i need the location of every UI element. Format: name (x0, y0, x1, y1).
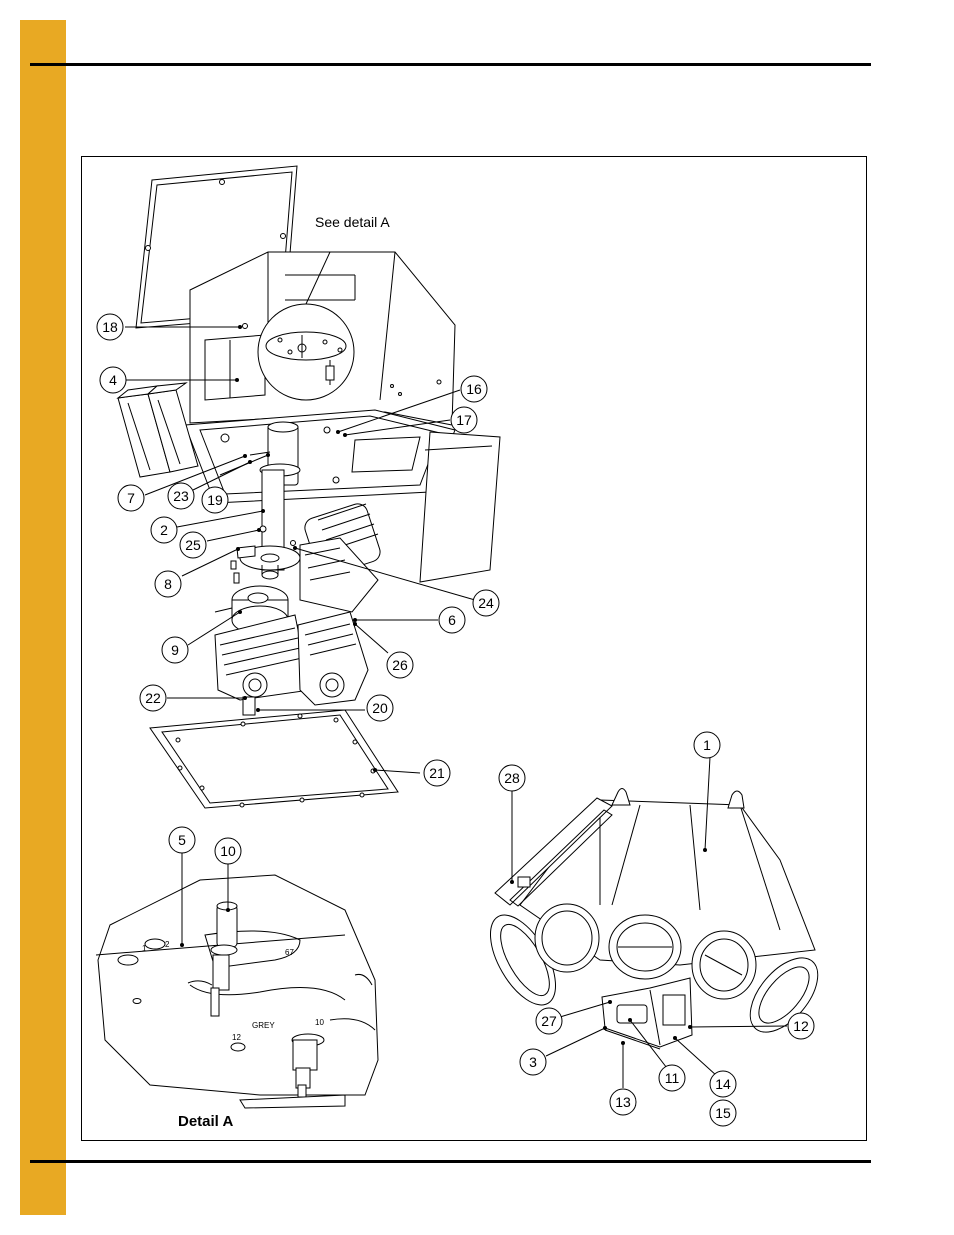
svg-text:18: 18 (102, 319, 118, 335)
svg-text:22: 22 (145, 690, 161, 706)
callout-24: 24 (473, 590, 499, 616)
callout-14: 14 (710, 1071, 736, 1097)
svg-text:4: 4 (109, 372, 117, 388)
callout-15: 15 (710, 1100, 736, 1126)
detail-a-label: Detail A (178, 1113, 233, 1130)
svg-text:5: 5 (178, 832, 186, 848)
callout-28: 28 (499, 765, 525, 791)
callout-8: 8 (155, 571, 181, 597)
svg-text:25: 25 (185, 537, 201, 553)
detail-mark-grey: GREY (252, 1021, 275, 1030)
svg-text:14: 14 (715, 1076, 731, 1092)
callout-4: 4 (100, 367, 126, 393)
callout-22: 22 (140, 685, 166, 711)
callout-27: 27 (536, 1008, 562, 1034)
svg-text:6: 6 (448, 612, 456, 628)
callout-9: 9 (162, 637, 188, 663)
svg-text:3: 3 (529, 1054, 537, 1070)
callout-16: 16 (461, 376, 487, 402)
svg-text:15: 15 (715, 1105, 731, 1121)
svg-text:26: 26 (392, 657, 408, 673)
callout-11: 11 (659, 1065, 685, 1091)
callout-26: 26 (387, 652, 413, 678)
callout-3: 3 (520, 1049, 546, 1075)
callout-18: 18 (97, 314, 123, 340)
outlet-pipe-1 (535, 904, 599, 972)
svg-text:10: 10 (220, 843, 236, 859)
svg-text:11: 11 (665, 1070, 680, 1086)
svg-text:24: 24 (478, 595, 494, 611)
svg-text:7: 7 (127, 490, 135, 506)
callout-7: 7 (118, 485, 144, 511)
callout-25: 25 (180, 532, 206, 558)
callout-23: 23 (168, 483, 194, 509)
detail-mark-2: 2 (165, 940, 170, 949)
detail-a-plate (98, 875, 378, 1095)
housing-base-plate (185, 410, 455, 503)
svg-text:8: 8 (164, 576, 172, 592)
callout-13: 13 (610, 1089, 636, 1115)
callout-1: 1 (694, 732, 720, 758)
svg-text:27: 27 (541, 1013, 557, 1029)
callout-10: 10 (215, 838, 241, 864)
detail-mark-12: 12 (232, 1033, 241, 1042)
detail-mark-10: 10 (315, 1018, 324, 1027)
svg-text:17: 17 (456, 412, 472, 428)
svg-text:16: 16 (466, 381, 482, 397)
callout-17: 17 (451, 407, 477, 433)
svg-text:1: 1 (703, 737, 711, 753)
callout-12: 12 (788, 1013, 814, 1039)
detail-mark-67: 67 (285, 948, 294, 957)
callout-19: 19 (202, 487, 228, 513)
svg-text:2: 2 (160, 522, 168, 538)
callout-21: 21 (424, 760, 450, 786)
svg-text:21: 21 (429, 765, 445, 781)
side-panel (420, 432, 500, 582)
see-detail-label: See detail A (315, 214, 390, 230)
callout-20: 20 (367, 695, 393, 721)
svg-text:28: 28 (504, 770, 520, 786)
detail-mark-1: 1 (142, 944, 147, 953)
callout-6: 6 (439, 607, 465, 633)
svg-text:19: 19 (207, 492, 223, 508)
svg-text:20: 20 (372, 700, 388, 716)
svg-text:13: 13 (615, 1094, 631, 1110)
detail-a-view: 1 2 12 GREY 67 10 (96, 875, 378, 1108)
svg-text:12: 12 (793, 1018, 809, 1034)
distributor-head (477, 789, 830, 1050)
callout-2: 2 (151, 517, 177, 543)
svg-text:23: 23 (173, 488, 189, 504)
callout-5: 5 (169, 827, 195, 853)
svg-text:9: 9 (171, 642, 179, 658)
